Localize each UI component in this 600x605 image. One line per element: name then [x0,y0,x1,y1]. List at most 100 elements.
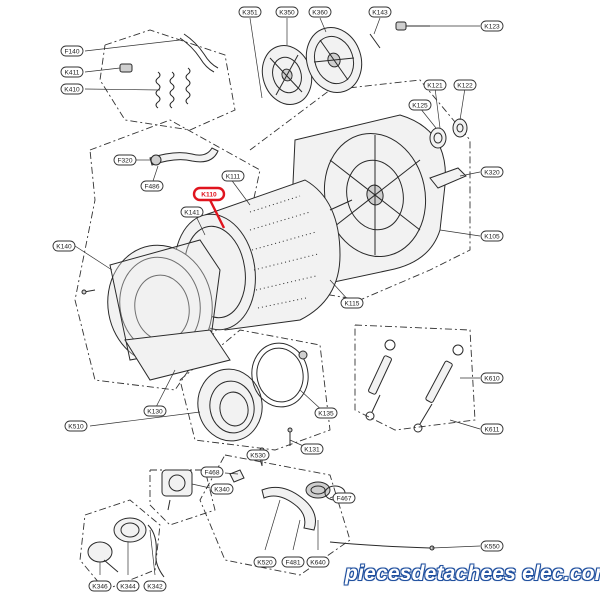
callout-label: K125 [412,102,428,109]
callout-label: K131 [304,446,320,453]
callout-f140: F140 [60,45,84,57]
highlighted-part-label: K110 [201,192,217,199]
callout-pill [60,45,84,57]
callout-k410: K410 [60,83,84,95]
callout-pill [453,79,477,91]
callout-label: K111 [226,173,241,180]
drive-pulley [261,45,313,105]
callout-pill [143,580,167,592]
pump-filter [113,517,165,578]
callout-pill [143,405,167,417]
callout-k611: K611 [480,423,504,435]
drain-hose [261,481,331,531]
tub-counterweight [124,329,231,381]
callout-k640: K640 [306,556,330,568]
callout-label: K411 [65,69,80,76]
callout-k411: K411 [60,66,84,78]
callout-pill [200,466,224,478]
callout-k135: K135 [314,407,338,419]
callout-label: K344 [120,583,136,590]
callout-label: K520 [257,559,273,566]
callout-label: K320 [484,169,500,176]
callout-label: K350 [279,9,295,16]
callout-pill [306,556,330,568]
callout-k121: K121 [423,79,447,91]
callout-pill [221,170,245,182]
callout-pill [275,6,299,18]
callout-label: K130 [147,408,163,415]
drain-cable [329,541,435,551]
callout-pill [300,443,324,455]
callout-label: K105 [484,233,500,240]
callout-pill [116,580,140,592]
callout-label: K610 [484,375,500,382]
callout-label: K410 [64,86,80,93]
callout-label: K346 [92,583,108,590]
motor-rotor [305,27,363,93]
callout-pill [52,240,76,252]
callout-f486: F486 [140,180,164,192]
callout-pill [340,297,364,309]
callout-pill [246,449,270,461]
callout-pill [423,79,447,91]
callout-pill [314,407,338,419]
callout-k115: K115 [340,297,364,309]
callout-label: F468 [204,469,219,476]
callout-k520: K520 [253,556,277,568]
callout-pill [64,420,88,432]
gasket-clamp [251,342,309,408]
callout-pill [253,556,277,568]
drum [174,179,353,331]
shock-absorbers [365,339,464,433]
drain-pump [161,469,193,511]
callout-label: K143 [372,9,388,16]
small-fitting [229,469,245,483]
callout-k351: K351 [238,6,262,18]
callout-label: K611 [485,426,500,433]
callout-pill [180,206,204,218]
callout-pill [480,166,504,178]
callout-label: K640 [310,559,326,566]
drum-perforations [249,195,319,309]
callout-k105: K105 [480,230,504,242]
callout-k143: K143 [368,6,392,18]
callout-label: K121 [427,82,443,89]
callout-pill [480,230,504,242]
air-chamber-hose [149,147,219,166]
callout-pill [113,154,137,166]
rotor-bolt [369,21,430,49]
callout-k530: K530 [246,449,270,461]
callout-k141: K141 [180,206,204,218]
tub-bearings [429,118,468,149]
callout-pill [88,580,112,592]
callout-label: K351 [242,9,258,16]
callout-k550: K550 [480,540,504,552]
suspension-springs [119,63,191,109]
callout-label: F486 [144,183,159,190]
callout-k342: K342 [143,580,167,592]
callout-k360: K360 [308,6,332,18]
highlighted-part-marker: K110 [192,186,226,229]
callout-pill [281,556,305,568]
callout-label: K342 [147,583,163,590]
callout-label: F140 [64,48,79,55]
callout-pill [332,492,356,504]
callout-label: F320 [117,157,132,164]
callout-k510: K510 [64,420,88,432]
callout-pill [480,540,504,552]
callout-pill [368,6,392,18]
callout-k130: K130 [143,405,167,417]
callout-pill [238,6,262,18]
callout-k125: K125 [408,99,432,111]
callout-pill [480,423,504,435]
callout-k122: K122 [453,79,477,91]
callout-pill [60,66,84,78]
site-watermark: piecesdetachees elec.com [345,562,600,585]
callout-k131: K131 [300,443,324,455]
callout-pill [480,20,504,32]
door-gasket [197,368,263,442]
vent-hose [179,33,219,73]
callout-pill [140,180,164,192]
callout-label: K135 [318,410,334,417]
